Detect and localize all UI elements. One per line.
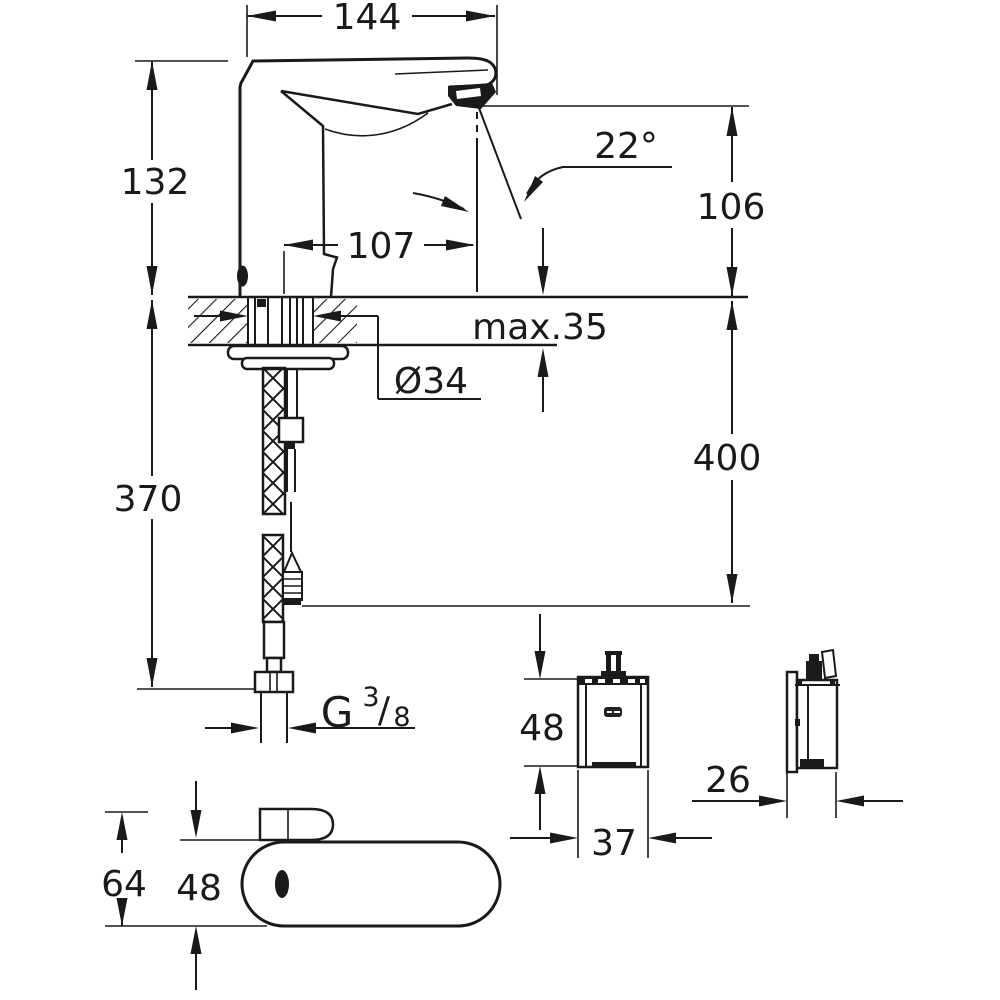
dimension-box-37: 37	[510, 770, 712, 864]
hose-end-tube	[262, 620, 286, 660]
dim-label-106: 106	[697, 187, 766, 228]
dim-label-144: 144	[333, 0, 402, 38]
dim-label-box-26: 26	[705, 760, 751, 801]
side-view-body	[795, 678, 839, 770]
dimension-box-48: 48	[519, 614, 578, 830]
plug-tip	[282, 550, 303, 573]
stud-block	[277, 416, 305, 444]
spout-underside-line	[280, 89, 453, 116]
control-box-top-connector	[601, 651, 626, 677]
dimension-g38: G 3 / 8	[205, 682, 415, 737]
dim-label-spray-angle: 22°	[594, 126, 658, 167]
dim-label-thread-g: G	[321, 688, 354, 737]
hose-hex-nut	[253, 670, 295, 694]
grohe-logo-badge	[604, 707, 622, 717]
shank-through-counter	[247, 297, 314, 345]
dim-label-370: 370	[114, 479, 183, 520]
plug-base	[284, 598, 301, 605]
dim-label-thread-denominator: 8	[393, 702, 410, 733]
ext-lines-box37	[577, 770, 649, 858]
dim-label-thread-slash: /	[378, 690, 391, 731]
dimension-plan-64: 64	[101, 811, 267, 927]
plan-body-pill	[240, 840, 502, 928]
ref-lines-plan64	[105, 811, 267, 927]
control-box-side-view: 26	[692, 648, 903, 818]
dimension-max35: max.35	[472, 228, 608, 412]
hose-end-neck	[265, 656, 283, 674]
plan-spout-tab	[258, 807, 335, 842]
ref-lines-box48	[524, 678, 578, 767]
mounting-flange-lip	[240, 356, 336, 371]
counter-hatch-left	[188, 299, 248, 343]
control-box-bottom-band	[592, 762, 636, 768]
control-box-outline	[576, 675, 650, 769]
dim-label-plan-48: 48	[176, 868, 222, 909]
control-box-cap-notches	[585, 679, 645, 683]
spout-inner-fillet-line	[324, 112, 429, 137]
cable-upper	[286, 449, 296, 492]
shank-detail-block	[257, 299, 266, 307]
hose-thread-tube	[260, 692, 288, 743]
stud-cap	[284, 441, 295, 449]
dim-label-thread-numerator: 3	[362, 682, 379, 713]
aerator-slot	[456, 88, 481, 99]
side-view-bottom-band	[800, 759, 824, 767]
dimension-106: 106	[483, 105, 766, 296]
faucet-side-view	[237, 56, 498, 298]
ext-lines-144	[246, 5, 498, 95]
dimension-132: 132	[121, 60, 228, 295]
counter-hatch-right	[313, 299, 357, 343]
supply-hose-assembly	[253, 366, 305, 743]
plug-ribs	[283, 578, 302, 594]
dimension-107: 107	[283, 226, 475, 294]
braided-hose-lower	[261, 533, 285, 624]
dimension-400: 400	[302, 301, 762, 607]
infrared-sensor-icon	[237, 265, 248, 287]
angled-stream-line	[478, 107, 522, 220]
sensor-cable-plug	[282, 550, 303, 605]
dimension-144: 144	[246, 0, 498, 95]
side-view-cap-tick-left	[797, 681, 802, 685]
dim-label-dia34: Ø34	[394, 361, 468, 402]
threaded-stud	[286, 368, 298, 418]
spray-angle-annotation: 22°	[412, 107, 672, 292]
countertop-section	[188, 295, 748, 371]
dimension-box-26: 26	[692, 760, 903, 818]
dim-label-107: 107	[347, 226, 416, 267]
ext-lines-box26	[786, 772, 837, 818]
side-view-top-connector	[806, 648, 838, 680]
control-box-front-view: 48 37	[510, 614, 712, 864]
dim-label-box-37: 37	[591, 823, 637, 864]
angle-leader-arrowhead	[524, 176, 543, 202]
dim-label-plan-64: 64	[101, 864, 147, 905]
dimension-dia34: Ø34	[194, 310, 481, 402]
dim-label-max35: max.35	[472, 307, 608, 348]
dim-label-132: 132	[121, 162, 190, 203]
dimension-plan-48: 48	[176, 781, 263, 990]
dim-label-400: 400	[693, 438, 762, 479]
dimension-370: 370	[114, 300, 255, 690]
swivel-arc-arrowhead	[441, 196, 469, 212]
faucet-top-view: 64 48	[101, 781, 502, 990]
spout-top-bevel-line	[394, 69, 489, 75]
body-right-edge	[280, 90, 339, 298]
angle-leader-line	[526, 166, 672, 195]
side-view-cap-tick-right	[830, 681, 835, 685]
plan-sensor-dot	[275, 870, 289, 898]
control-box-side-rails	[585, 685, 642, 766]
side-view-plate-notch	[795, 719, 800, 726]
hex-nut-facets	[269, 672, 278, 692]
dim-label-box-48: 48	[519, 708, 565, 749]
